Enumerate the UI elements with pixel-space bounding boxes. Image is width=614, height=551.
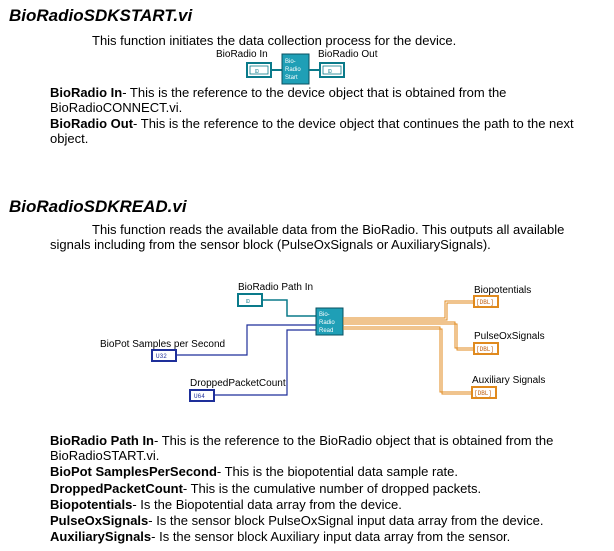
read-dropped-terminal-glyph: U64 (194, 393, 205, 400)
section2-param-2-desc: - This is the biopotential data sample r… (216, 464, 459, 479)
section1-param-2-name: BioRadio Out (50, 116, 134, 131)
read-vi-line-1: Bio- (319, 312, 330, 318)
start-in-terminal[interactable]: ⊡ (246, 62, 272, 78)
start-out-label: BioRadio Out (318, 49, 378, 60)
section2-param-4-desc: - Is the Biopotential data array from th… (132, 497, 402, 512)
read-samples-label: BioPot Samples per Second (100, 339, 225, 350)
read-vi-line-3: Read (319, 328, 333, 334)
section2-param-5-name: PulseOxSignals (50, 513, 149, 528)
read-path-in-terminal-glyph: ⊡ (246, 298, 250, 305)
section2-heading: BioRadioSDKREAD.vi (9, 197, 187, 216)
read-samples-terminal[interactable]: U32 (151, 349, 177, 362)
section1-heading: BioRadioSDKSTART.vi (9, 6, 193, 25)
read-dropped-label: DroppedPacketCount (190, 378, 286, 389)
start-vi-line-1: Bio- (285, 59, 296, 65)
section2-param-5: PulseOxSignals- Is the sensor block Puls… (50, 513, 610, 528)
read-vi-block[interactable]: Bio- Radio Read (315, 307, 344, 336)
section2-param-1-desc: - This is the reference to the BioRadio … (50, 433, 554, 463)
section2-param-3-desc: - This is the cumulative number of dropp… (182, 481, 482, 496)
section1-param-2-desc: - This is the reference to the device ob… (50, 116, 574, 146)
section2-param-6: AuxiliarySignals- Is the sensor block Au… (50, 529, 610, 544)
section1-description: This function initiates the data collect… (92, 33, 457, 48)
read-wire-path-in (262, 299, 316, 317)
section2-param-4-name: Biopotentials (50, 497, 133, 512)
section2-param-2-name: BioPot SamplesPerSecond (50, 464, 217, 479)
section2-param-3: DroppedPacketCount- This is the cumulati… (50, 481, 610, 496)
read-aux-terminal[interactable]: [DBL] (471, 386, 497, 399)
read-pulseox-terminal-glyph: [DBL] (476, 346, 494, 353)
section2-param-3-name: DroppedPacketCount (50, 481, 183, 496)
section2-param-6-desc: - Is the sensor block Auxiliary input da… (151, 529, 511, 544)
read-dropped-terminal[interactable]: U64 (189, 389, 215, 402)
read-biopot-terminal-glyph: [DBL] (476, 299, 494, 306)
section2-param-5-desc: - Is the sensor block PulseOxSignal inpu… (148, 513, 544, 528)
read-aux-terminal-glyph: [DBL] (474, 390, 492, 397)
section1-param-2: BioRadio Out- This is the reference to t… (50, 116, 610, 146)
section2-param-6-name: AuxiliarySignals (50, 529, 152, 544)
section1-param-1-desc: - This is the reference to the device ob… (50, 85, 507, 115)
start-vi-line-3: Start (285, 75, 298, 81)
start-vi-block[interactable]: Bio- Radio Start (281, 53, 310, 85)
read-aux-label: Auxiliary Signals (472, 375, 545, 386)
read-biopot-terminal[interactable]: [DBL] (473, 295, 499, 308)
read-diagram: BioRadio Path In ⊡ BioPot Samples per Se… (100, 282, 545, 402)
start-in-terminal-glyph: ⊡ (255, 68, 259, 75)
start-out-terminal[interactable]: ⊡ (319, 62, 345, 78)
read-wire-dropped (214, 329, 316, 396)
start-in-label: BioRadio In (216, 49, 268, 60)
section2-param-4: Biopotentials- Is the Biopotential data … (50, 497, 610, 512)
read-samples-terminal-glyph: U32 (156, 353, 167, 360)
section2-param-2: BioPot SamplesPerSecond- This is the bio… (50, 464, 610, 479)
start-diagram: BioRadio In BioRadio Out ⊡ Bio- Radio St… (216, 49, 378, 85)
read-biopot-label: Biopotentials (474, 285, 531, 296)
section2-description: This function reads the available data f… (50, 222, 565, 252)
read-wire-samples (176, 324, 316, 356)
section1-param-1-name: BioRadio In (50, 85, 123, 100)
start-vi-line-2: Radio (285, 67, 301, 73)
section2-param-1-name: BioRadio Path In (50, 433, 154, 448)
read-path-in-terminal[interactable]: ⊡ (237, 293, 263, 307)
read-output-wires (343, 300, 474, 395)
start-out-terminal-glyph: ⊡ (328, 68, 332, 75)
read-vi-line-2: Radio (319, 320, 335, 326)
section1-param-1: BioRadio In- This is the reference to th… (50, 85, 610, 115)
read-pulseox-terminal[interactable]: [DBL] (473, 342, 499, 355)
read-pulseox-label: PulseOxSignals (474, 331, 545, 342)
section2-param-1: BioRadio Path In- This is the reference … (50, 433, 610, 463)
read-path-in-label: BioRadio Path In (238, 282, 313, 293)
